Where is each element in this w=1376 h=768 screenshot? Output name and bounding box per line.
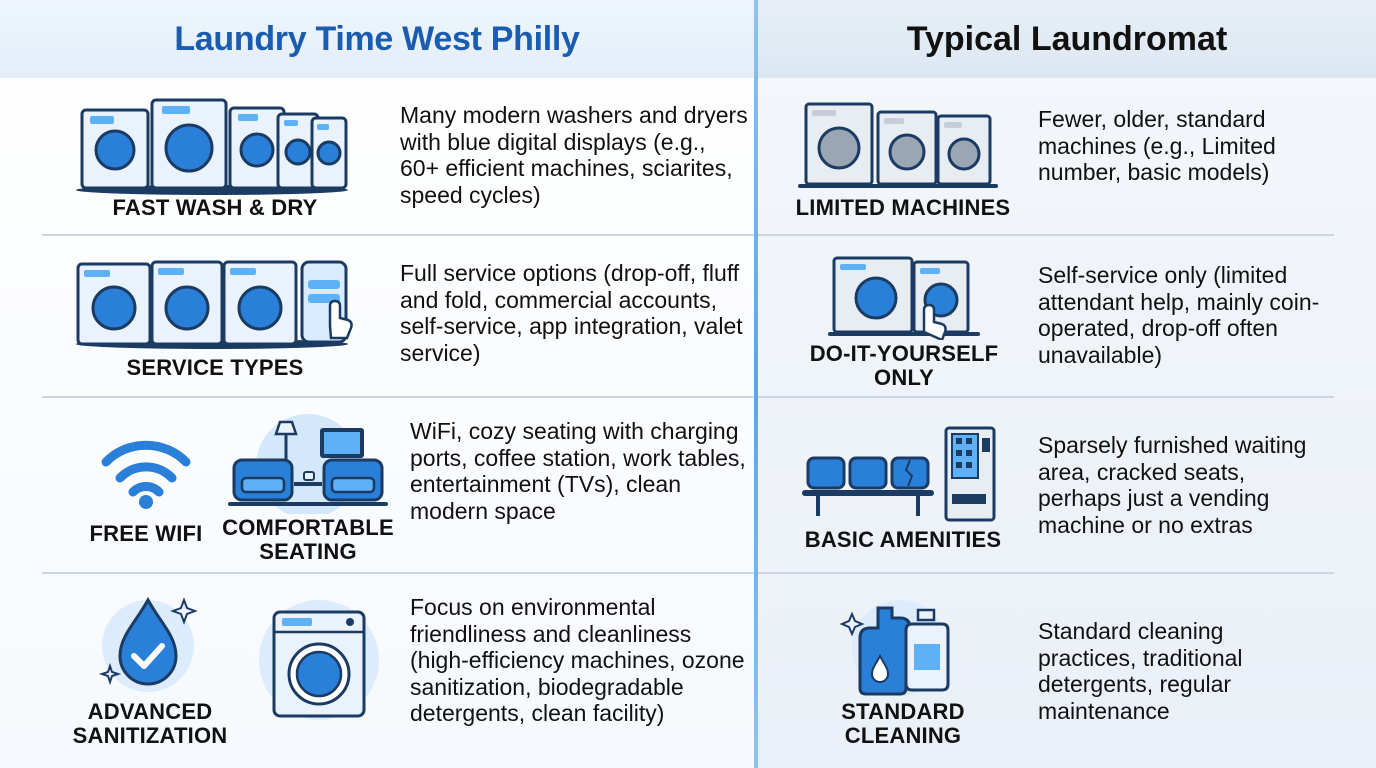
limited-machines-label: LIMITED MACHINES xyxy=(795,195,1011,220)
standard-cleaning-description: Standard cleaning practices, traditional… xyxy=(1038,618,1243,724)
lounge-seating-icon xyxy=(228,414,388,514)
fast-wash-dry-label: FAST WASH & DRY xyxy=(112,195,318,220)
amenities-description: WiFi, cozy seating with charging ports, … xyxy=(410,418,746,524)
row-divider xyxy=(758,572,1334,574)
self-service-washers-icon xyxy=(824,254,984,340)
limited-machines-description: Fewer, older, standard machines (e.g., L… xyxy=(1038,106,1276,185)
diy-only-label: DO-IT-YOURSELF ONLY xyxy=(809,341,999,390)
advanced-sanitization-label: ADVANCED SANITIZATION xyxy=(72,699,228,748)
comfortable-seating-label: COMFORTABLE SEATING xyxy=(222,515,394,564)
washer-row-icon xyxy=(72,92,352,196)
sanitized-washer-icon xyxy=(254,598,384,722)
row-divider xyxy=(758,234,1334,236)
service-types-label: SERVICE TYPES xyxy=(126,355,304,380)
row-divider xyxy=(42,572,754,574)
basic-amenities-label: BASIC AMENITIES xyxy=(804,527,1002,552)
service-types-description: Full service options (drop-off, fluff an… xyxy=(400,260,743,366)
service-machines-icon xyxy=(72,256,362,350)
diy-only-description: Self-service only (limited attendant hel… xyxy=(1038,262,1320,368)
seats-vending-icon xyxy=(802,424,1002,524)
old-washers-icon xyxy=(798,98,998,192)
right-column: Typical Laundromat LIMITED MACHINES Fewe… xyxy=(758,0,1376,768)
row-divider xyxy=(42,396,754,398)
sanitization-description: Focus on environmental friendliness and … xyxy=(410,594,745,726)
column-divider xyxy=(754,0,758,768)
left-title: Laundry Time West Philly xyxy=(0,0,754,78)
wifi-icon xyxy=(98,434,194,510)
left-column: Laundry Time West Philly xyxy=(0,0,754,768)
standard-cleaning-label: STANDARD CLEANING xyxy=(841,699,965,748)
fast-wash-dry-description: Many modern washers and dryers with blue… xyxy=(400,102,748,208)
basic-amenities-description: Sparsely furnished waiting area, cracked… xyxy=(1038,432,1307,538)
water-drop-check-icon xyxy=(96,594,206,694)
right-title: Typical Laundromat xyxy=(758,0,1376,78)
free-wifi-label: FREE WIFI xyxy=(89,521,203,546)
row-divider xyxy=(42,234,754,236)
row-divider xyxy=(758,396,1334,398)
detergent-bottles-icon xyxy=(838,594,968,698)
